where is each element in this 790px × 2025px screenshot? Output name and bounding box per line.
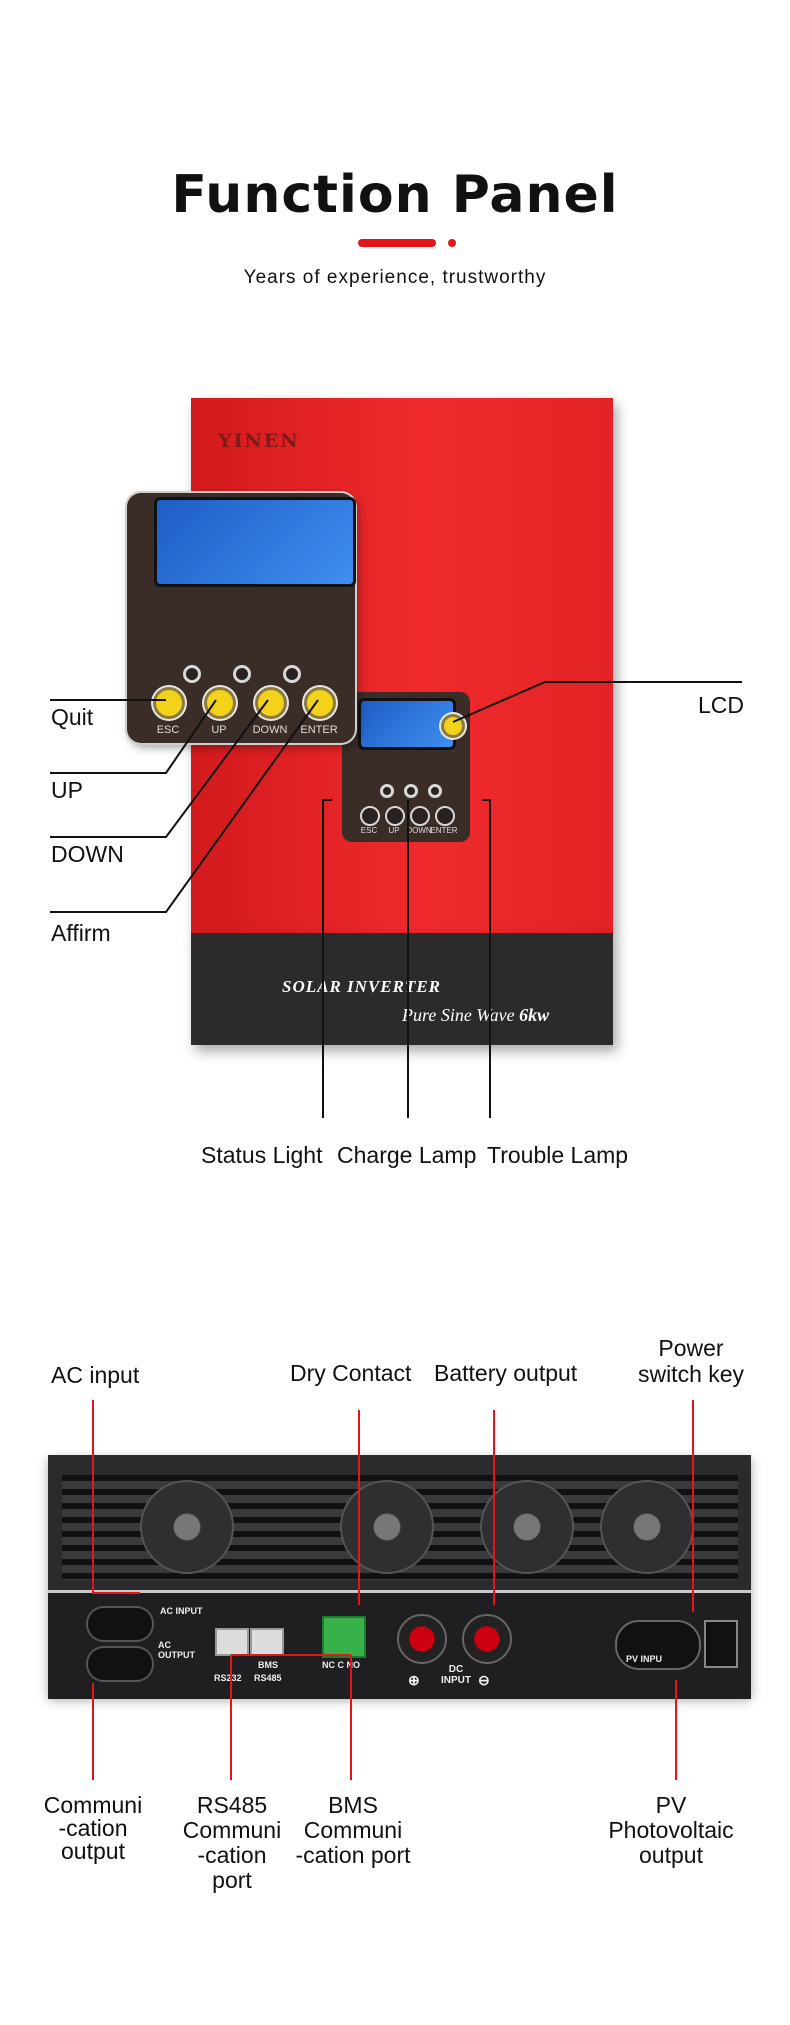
enter-label-small: ENTER [430, 826, 458, 835]
status-led [183, 665, 201, 683]
ac-input-label: AC INPUT [160, 1606, 203, 1616]
callout-power-switch-line2: switch key [637, 1361, 745, 1387]
sine-wave-text: Pure Sine Wave [402, 1005, 515, 1025]
callout-quit: Quit [51, 704, 94, 730]
dc-input-label: DC INPUT [441, 1664, 471, 1686]
callout-rs485-2: Communi [182, 1817, 282, 1843]
page-title: Function Panel [171, 165, 619, 225]
power-switch [704, 1620, 738, 1668]
pv-input-port [615, 1620, 701, 1670]
up-label-small: UP [388, 826, 400, 835]
callout-battery-output: Battery output [434, 1360, 578, 1386]
rs485-label: RS485 [254, 1673, 282, 1683]
power-rating: 6kw [519, 1005, 550, 1025]
product-sub-label: Pure Sine Wave 6kw [402, 1005, 549, 1026]
ac-input-port [86, 1606, 154, 1642]
esc-label: ESC [156, 724, 180, 736]
callout-bms-1: BMS [328, 1792, 378, 1818]
esc-button-small [360, 806, 380, 826]
callout-rs485-3: -cation [197, 1842, 267, 1868]
callout-status-light: Status Light [201, 1142, 323, 1168]
lcd-highlight-marker [441, 714, 465, 738]
enter-button-small [435, 806, 455, 826]
callout-ac-input: AC input [51, 1362, 140, 1388]
fan-icon [600, 1480, 694, 1574]
esc-button [153, 687, 185, 719]
fan-icon [340, 1480, 434, 1574]
plus-icon: ⊕ [408, 1672, 420, 1688]
page-subtitle: Years of experience, trustworthy [243, 267, 547, 288]
callout-pv-1: PV [655, 1792, 687, 1818]
callout-dry-contact: Dry Contact [290, 1360, 412, 1386]
callout-pv-3: output [639, 1842, 703, 1868]
down-label: DOWN [252, 724, 288, 736]
rs232-label: RS232 [214, 1673, 242, 1683]
dc-negative-terminal [462, 1614, 512, 1664]
callout-comm-output-2: -cation [58, 1815, 128, 1841]
up-button-small [385, 806, 405, 826]
dc-positive-terminal [397, 1614, 447, 1664]
callout-power-switch-line1: Power [658, 1335, 724, 1361]
callout-trouble-lamp: Trouble Lamp [487, 1142, 629, 1168]
callout-affirm: Affirm [51, 920, 111, 946]
callout-rs485-1: RS485 [196, 1792, 268, 1818]
down-button-small [410, 806, 430, 826]
minus-icon: ⊖ [478, 1672, 490, 1688]
down-label-small: DOWN [406, 826, 432, 835]
title-underline [358, 239, 436, 247]
callout-lcd: LCD [698, 692, 745, 718]
callout-down: DOWN [51, 841, 124, 867]
callout-up: UP [51, 777, 83, 803]
ac-output-port [86, 1646, 154, 1682]
dry-contact-label: NC C NO [322, 1660, 360, 1670]
charge-led [233, 665, 251, 683]
callout-pv-2: Photovoltaic [608, 1817, 734, 1843]
inverter-front-bottom [191, 933, 613, 1045]
trouble-led [283, 665, 301, 683]
charge-led-small [404, 784, 418, 798]
back-callout-lines [92, 1400, 694, 1780]
callout-rs485-4: port [212, 1867, 252, 1893]
enter-label: ENTER [300, 724, 338, 736]
front-callout-lines [50, 681, 742, 1118]
down-button [255, 687, 287, 719]
up-button [204, 687, 236, 719]
esc-label-small: ESC [360, 826, 378, 835]
fan-icon [480, 1480, 574, 1574]
callout-bms-3: -cation port [295, 1842, 411, 1868]
callout-comm-output-3: output [61, 1838, 125, 1864]
callout-bms-2: Communi [303, 1817, 403, 1843]
lcd-screen-zoomed [154, 497, 356, 587]
bms-label: BMS [258, 1660, 278, 1670]
fan-icon [140, 1480, 234, 1574]
up-label: UP [211, 724, 227, 736]
callout-comm-output-1: Communi [43, 1792, 143, 1818]
callout-charge-lamp: Charge Lamp [337, 1142, 477, 1168]
title-dot [448, 239, 456, 247]
dry-contact-terminal [322, 1616, 366, 1658]
brand-logo: YINEN [218, 430, 300, 452]
trouble-led-small [428, 784, 442, 798]
pv-input-label: PV INPU [626, 1654, 663, 1664]
ac-output-label: AC OUTPUT [158, 1640, 195, 1660]
status-led-small [380, 784, 394, 798]
product-label: SOLAR INVERTER [282, 977, 442, 996]
